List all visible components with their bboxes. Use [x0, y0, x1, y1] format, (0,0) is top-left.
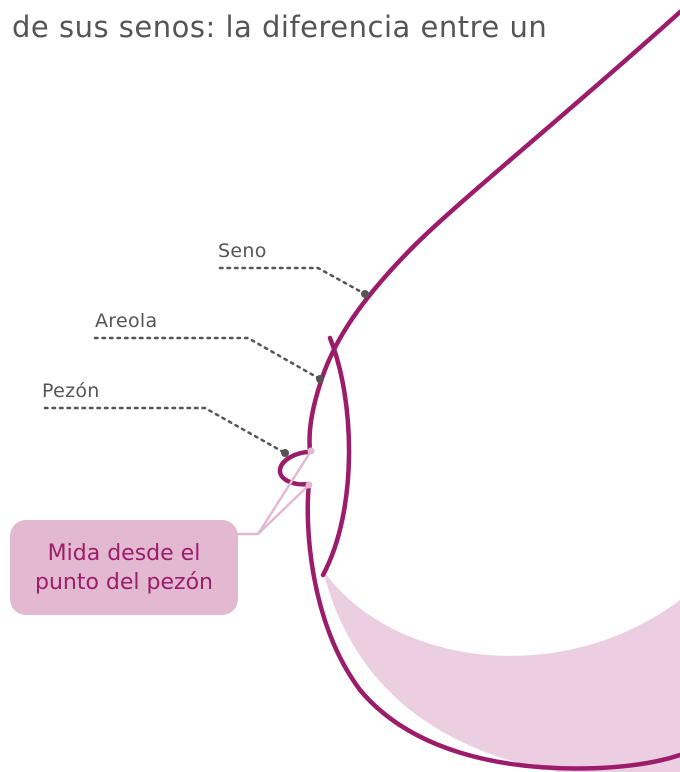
measure-callout: Mida desde el punto del pezón [10, 520, 238, 615]
areola-leader-line [93, 336, 322, 381]
breast-marker-dot [361, 290, 369, 298]
areola-curve [320, 335, 352, 578]
lower-breast-fill [323, 570, 680, 772]
intro-text: de sus senos: la diferencia entre un [12, 10, 548, 44]
nipple-tip-dot-lower [305, 481, 313, 489]
nipple-leader-line [43, 406, 287, 455]
areola-label: Areola [95, 310, 158, 332]
callout-line-1: Mida desde el [47, 540, 201, 566]
callout-pointer-upper [256, 450, 313, 535]
breast-leader-line [218, 266, 367, 296]
nipple-marker-dot [281, 449, 289, 457]
nipple-shape [277, 449, 313, 487]
breast-outline [305, 9, 680, 771]
callout-line-2: punto del pezón [35, 569, 213, 595]
breast-label: Seno [218, 240, 267, 262]
nipple-tip-dot-upper [307, 447, 315, 455]
nipple-label: Pezón [42, 380, 100, 402]
callout-pointer-lower [236, 484, 310, 536]
areola-marker-dot [316, 375, 324, 383]
